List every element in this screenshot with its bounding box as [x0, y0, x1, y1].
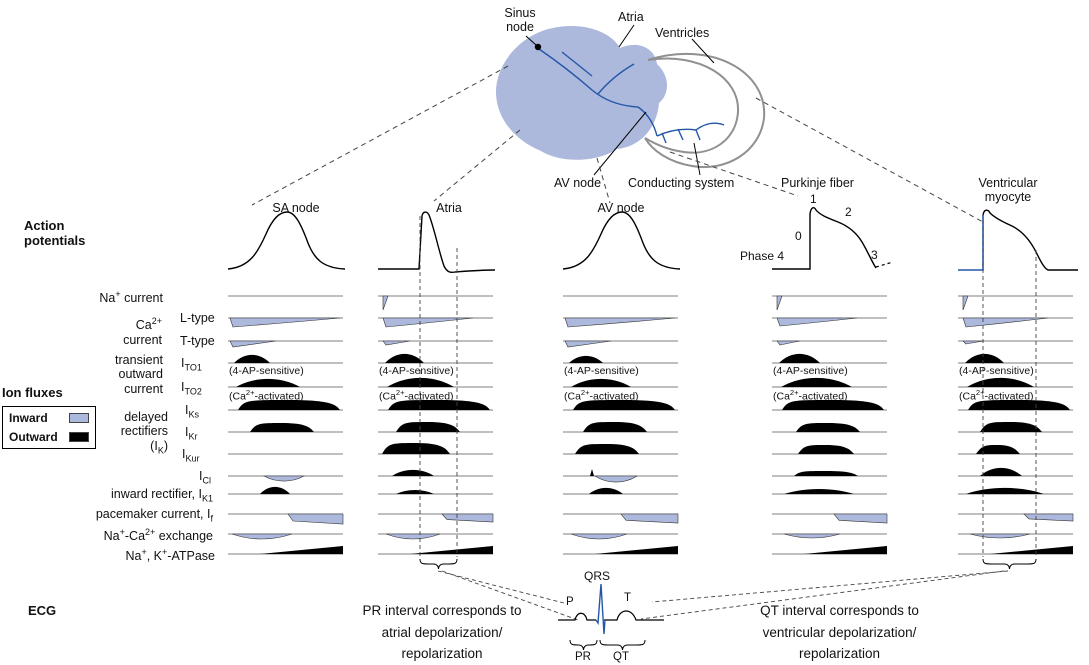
heart-label-conducting-system: Conducting system: [628, 176, 735, 190]
ecg-caption-pr: PR interval corresponds to atrial depola…: [362, 603, 522, 662]
action-potentials: [227, 206, 1078, 274]
column-header-ventricular-myocyte: Ventricular myocyte: [978, 176, 1038, 205]
ion-flux-traces: [228, 295, 1074, 555]
ecg-label-qrs: QRS: [584, 569, 611, 583]
row-label-if: pacemaker current, If: [95, 507, 213, 524]
row-label-ikur: IKur: [182, 447, 200, 464]
row-label-na-ca-exchange: Na+-Ca2+ exchange: [103, 527, 213, 544]
annotation-ca-activated-av: (Ca2+-activated): [564, 388, 639, 403]
section-label-ion-fluxes: Ion fluxes: [2, 385, 63, 400]
legend-row-inward: Inward: [9, 411, 89, 425]
row-label-t-type: T-type: [180, 334, 215, 348]
row-label-ikr: IKr: [185, 425, 198, 442]
heart-label-atria: Atria: [618, 10, 644, 24]
row-label-na-current: Na+ current: [99, 289, 163, 306]
ecg-label-qt: QT: [613, 651, 629, 663]
heart-label-av-node: AV node: [554, 176, 602, 190]
legend-label-outward: Outward: [9, 430, 58, 444]
annotation-ca-activated-atria: (Ca2+-activated): [379, 388, 454, 403]
ecg-label-pr: PR: [575, 651, 591, 663]
ecg-label-t: T: [624, 592, 632, 604]
heart-label-ventricles: Ventricles: [655, 26, 710, 40]
annotation-ca-activated-sa: (Ca2+-activated): [229, 388, 304, 403]
heart-to-column-dashes: [251, 65, 984, 223]
annotation-4ap-sa: (4-AP-sensitive): [229, 365, 304, 377]
outward-swatch: [69, 432, 89, 442]
sinus-node-dot: [534, 43, 542, 51]
annotation-ca-activated-ventricular: (Ca2+-activated): [959, 388, 1034, 403]
row-label-l-type: L-type: [180, 311, 215, 325]
row-label-atpase: Na+, K+-ATPase: [125, 547, 215, 564]
section-label-action-potentials: Action potentials: [24, 218, 86, 248]
phase-label-3: 3: [871, 248, 878, 262]
column-header-purkinje-fiber: Purkinje fiber: [781, 176, 854, 190]
phase-label-1: 1: [810, 192, 817, 206]
row-label-ito2: ITO2: [181, 380, 202, 397]
phase-label-0: 0: [795, 229, 802, 243]
annotation-4ap-av: (4-AP-sensitive): [564, 365, 639, 377]
column-header-atria: Atria: [436, 201, 462, 215]
inward-swatch: [69, 413, 89, 423]
row-group-ca-current: Ca2+current: [123, 316, 162, 347]
annotation-4ap-atria: (4-AP-sensitive): [379, 365, 454, 377]
annotation-4ap-purkinje: (4-AP-sensitive): [773, 365, 848, 377]
column-header-sa-node: SA node: [272, 201, 320, 215]
row-label-icl: ICl: [199, 469, 211, 486]
legend-label-inward: Inward: [9, 411, 48, 425]
row-label-ito1: ITO1: [181, 356, 202, 373]
row-label-iks: IKs: [185, 403, 199, 420]
row-label-ik1: inward rectifier, IK1: [110, 487, 213, 504]
ecg-trace: [558, 583, 664, 651]
heart-label-sinus-node: Sinus node: [504, 6, 536, 35]
phase-label-2: 2: [845, 205, 852, 219]
heart-illustration: [495, 24, 766, 176]
ecg-caption-qt: QT interval corresponds to ventricular d…: [760, 603, 919, 662]
phase-label-4: Phase 4: [740, 249, 785, 263]
column-guides: [419, 216, 1037, 621]
ecg-label-p: P: [566, 596, 574, 608]
annotation-ca-activated-purkinje: (Ca2+-activated): [773, 388, 848, 403]
legend-row-outward: Outward: [9, 430, 89, 444]
section-label-ecg: ECG: [28, 603, 57, 618]
column-header-av-node: AV node: [597, 201, 645, 215]
legend-box: Inward Outward: [2, 406, 96, 449]
annotation-4ap-ventricular: (4-AP-sensitive): [959, 365, 1034, 377]
